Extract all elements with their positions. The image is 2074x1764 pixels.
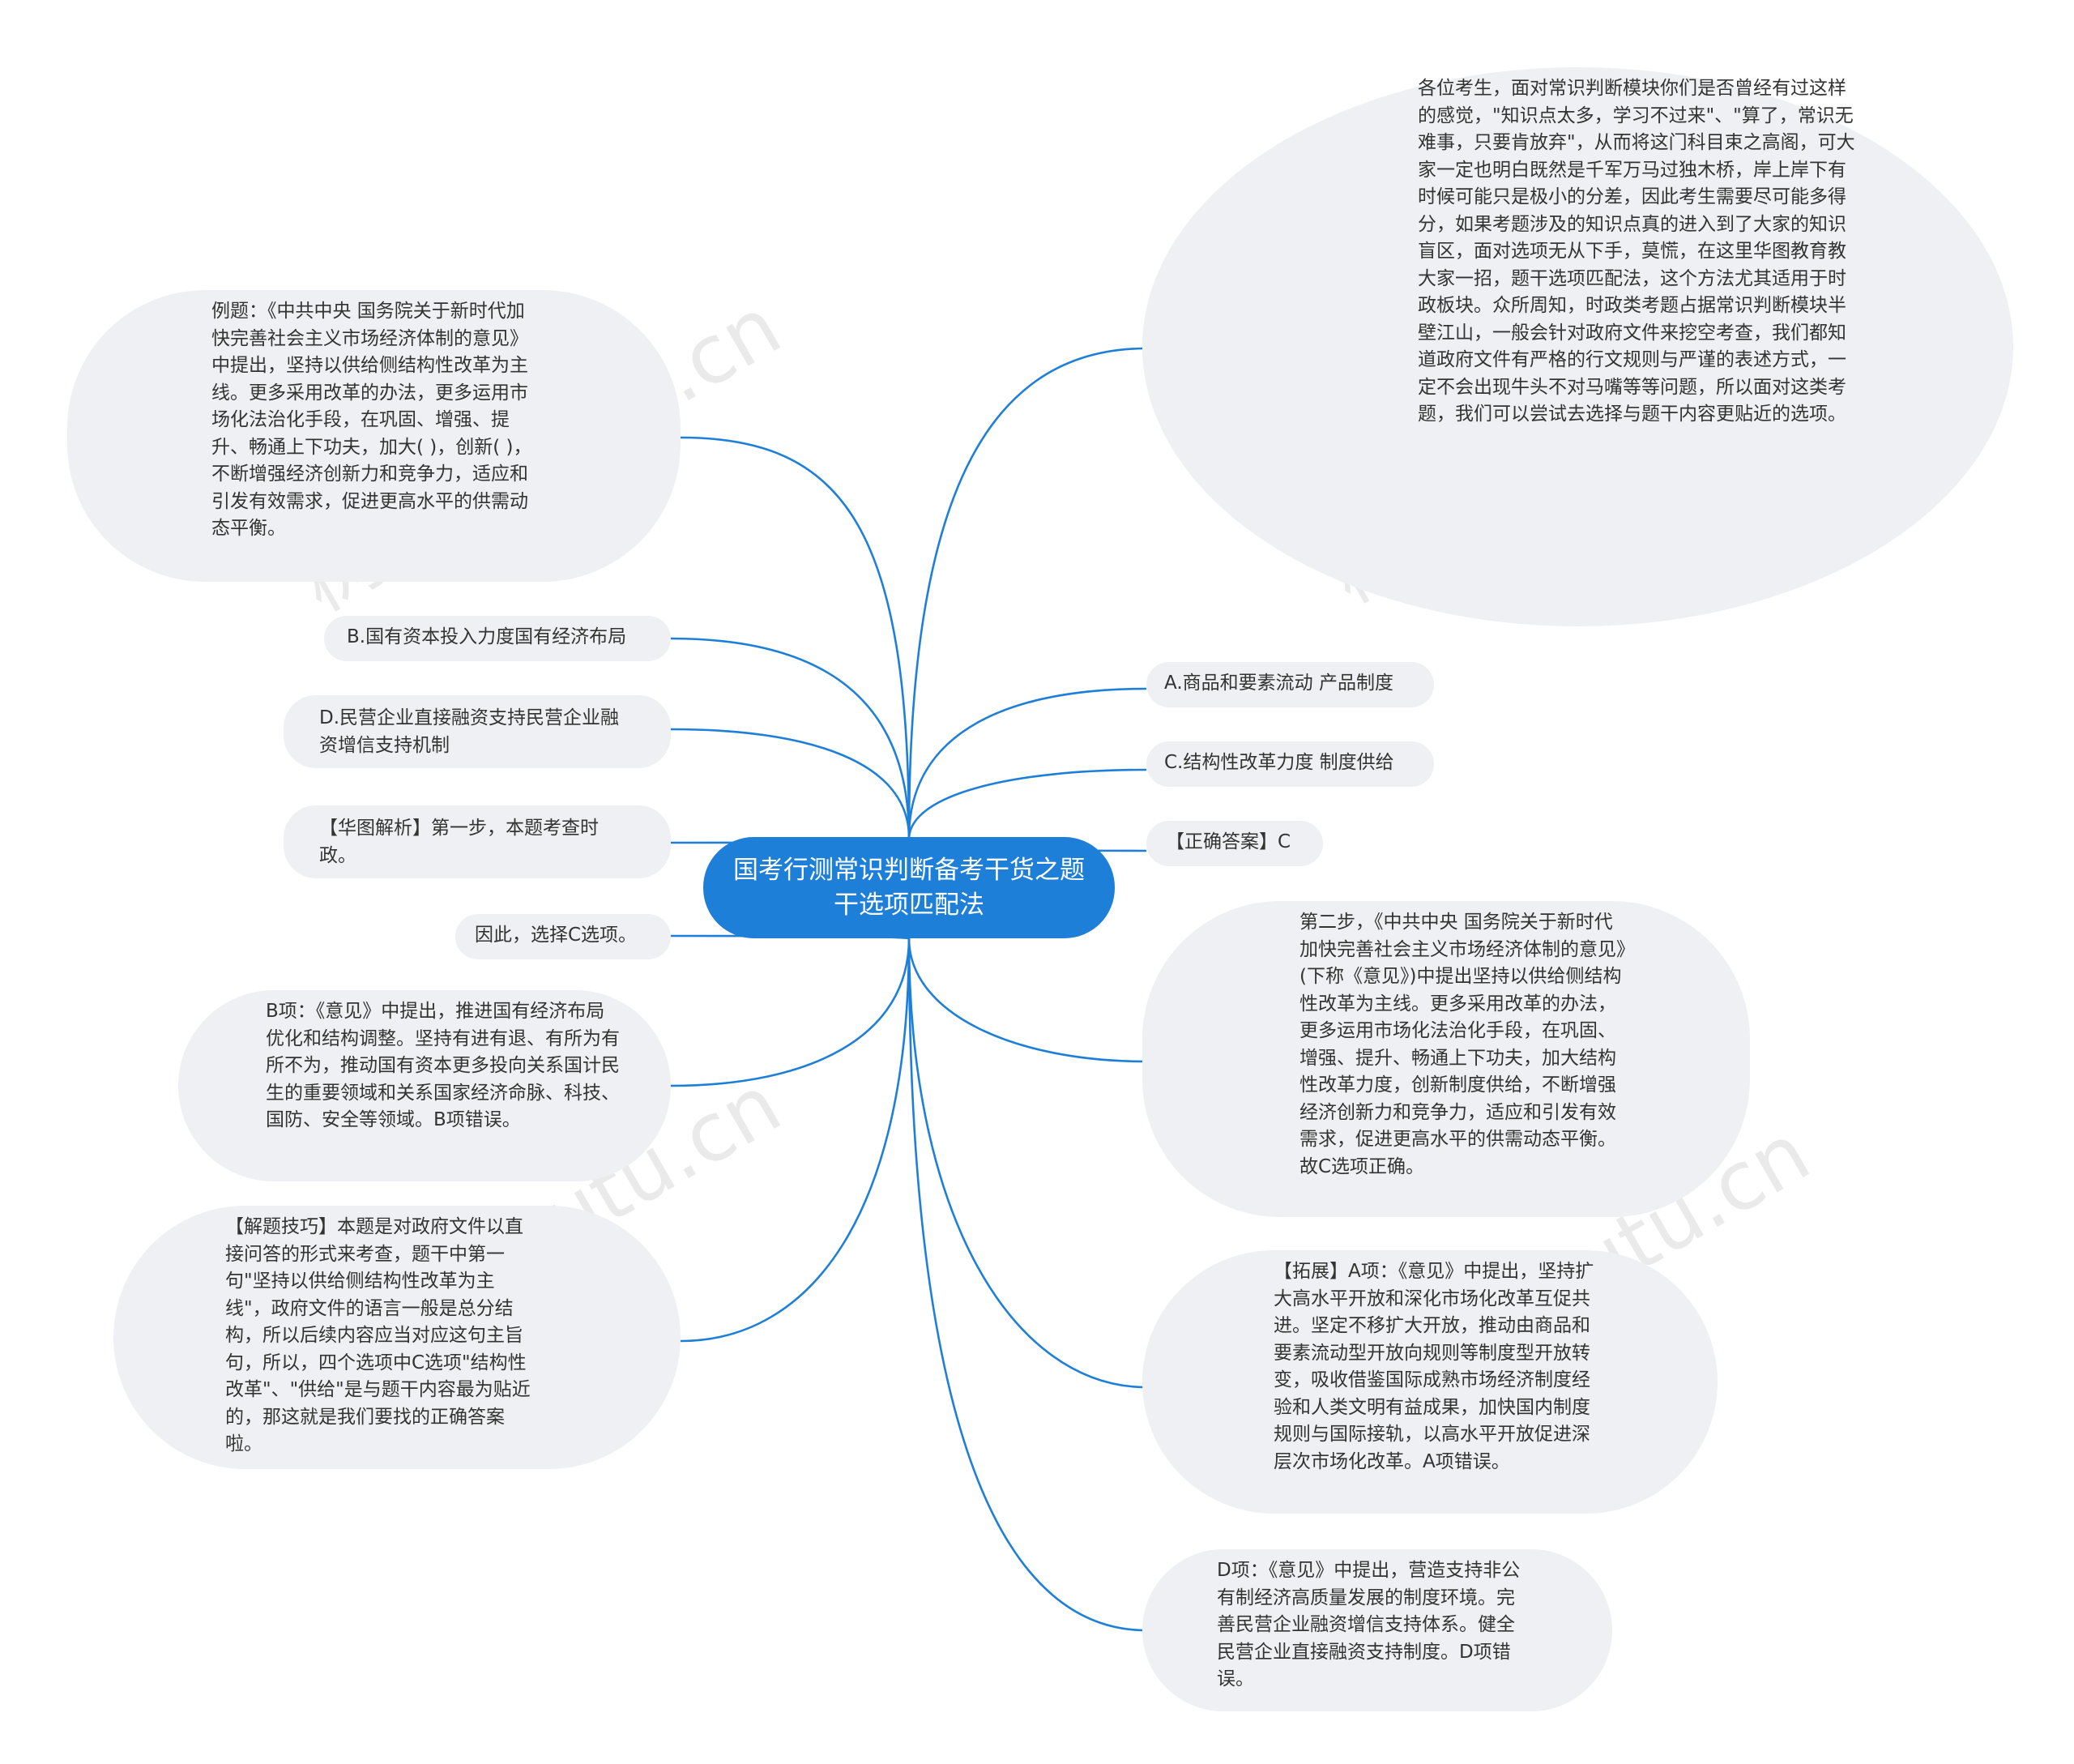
edge-left-0 (680, 436, 911, 839)
left-node-example-question[interactable]: 例题：《中共中央 国务院关于新时代加快完善社会主义市场经济体制的意见》中提出，坚… (67, 290, 681, 582)
left-node-analysis-step1[interactable]: 【华图解析】第一步，本题考查时政。 (284, 805, 671, 878)
right-node-correct-answer[interactable]: 【正确答案】C (1146, 821, 1323, 866)
edge-right-4 (907, 938, 1147, 1063)
right-node-extension-a[interactable]: 【拓展】A项：《意见》中提出，坚持扩大高水平开放和深化市场化改革互促共进。坚定不… (1142, 1250, 1718, 1514)
edge-left-6 (680, 938, 911, 1343)
right-node-option-a[interactable]: A.商品和要素流动 产品制度 (1146, 662, 1434, 707)
edge-right-6 (907, 938, 1147, 1632)
edge-left-2 (670, 728, 911, 839)
right-node-option-d-explanation[interactable]: D项：《意见》中提出，营造支持非公有制经济高质量发展的制度环境。完善民营企业融资… (1142, 1549, 1612, 1711)
left-node-option-b-explanation[interactable]: B项：《意见》中提出，推进国有经济布局优化和结构调整。坚持有进有退、有所为有所不… (178, 990, 671, 1181)
edge-right-0 (907, 347, 1147, 839)
edge-left-1 (670, 637, 911, 839)
edge-right-1 (907, 687, 1147, 839)
root-topic[interactable]: 国考行测常识判断备考干货之题干选项匹配法 (703, 837, 1115, 938)
edge-left-5 (670, 938, 911, 1087)
right-node-option-c[interactable]: C.结构性改革力度 制度供给 (1146, 741, 1434, 787)
left-node-option-b[interactable]: B.国有资本投入力度国有经济布局 (324, 616, 671, 661)
left-node-option-d[interactable]: D.民营企业直接融资支持民营企业融资增信支持机制 (284, 695, 671, 768)
edge-right-5 (907, 938, 1147, 1389)
right-node-intro[interactable]: 各位考生，面对常识判断模块你们是否曾经有过这样的感觉，"知识点太多，学习不过来"… (1142, 67, 2013, 626)
edge-right-2 (907, 768, 1147, 839)
right-node-analysis-step2[interactable]: 第二步，《中共中央 国务院关于新时代加快完善社会主义市场经济体制的意见》(下称《… (1142, 901, 1750, 1217)
left-node-choose-c[interactable]: 因此，选择C选项。 (455, 914, 671, 959)
left-node-solving-tip[interactable]: 【解题技巧】本题是对政府文件以直接问答的形式来考查，题干中第一句"坚持以供给侧结… (113, 1206, 681, 1469)
